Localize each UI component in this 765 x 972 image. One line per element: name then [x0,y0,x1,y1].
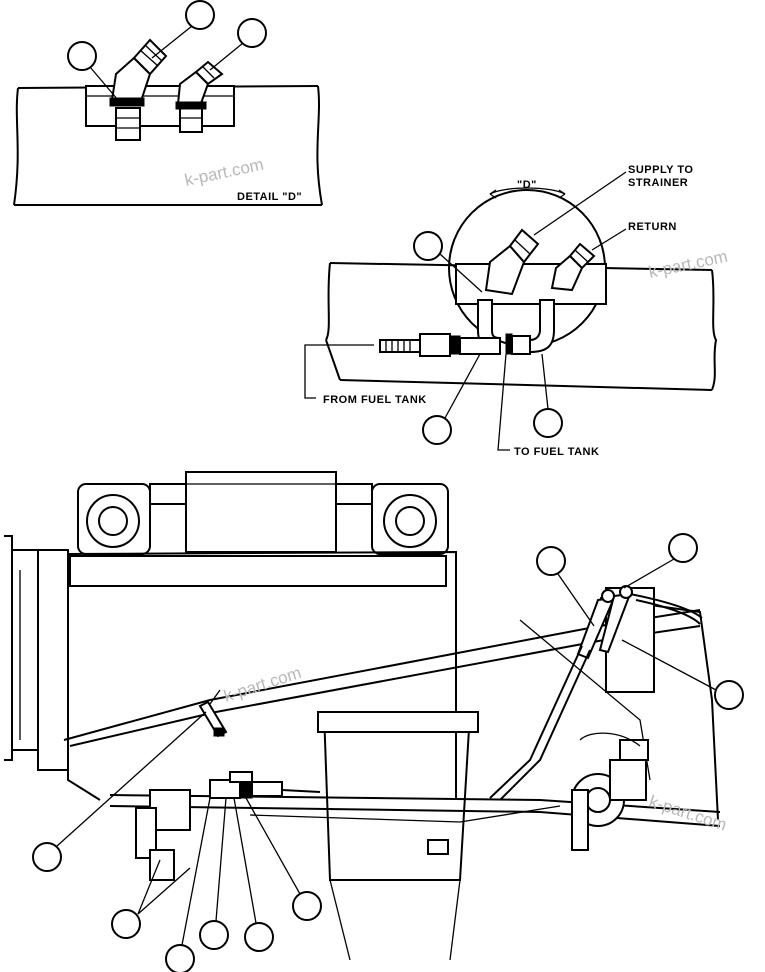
callout-circle [422,415,452,445]
callout-circle [185,0,215,30]
watermark: k-part.com [647,247,729,282]
strainer-label: STRAINER [628,177,688,189]
callout-circle [237,18,267,48]
callout-circle [67,41,97,71]
callout-circle [533,408,563,438]
from-fuel-tank-label: FROM FUEL TANK [323,394,427,406]
callout-circle [536,546,566,576]
machine-view [4,471,744,972]
return-label: RETURN [628,221,677,233]
watermark: k-part.com [183,155,265,190]
callout-circle [111,909,141,939]
to-fuel-tank-label: TO FUEL TANK [514,446,599,458]
detail-d-panel: DETAIL "D" [13,0,323,206]
callout-circle [668,533,698,563]
callout-circle [165,944,195,972]
callout-circle [244,922,274,952]
callout-circle [199,920,229,950]
callout-circle [413,231,443,261]
callout-circle [32,842,62,872]
d-marker-label: "D" [517,179,537,191]
routing-view: "D" FROM FUEL TANK TO FUEL TANK SUPPLY [304,164,718,458]
supply-to-label: SUPPLY TO [628,164,693,176]
callout-circle [714,680,744,710]
callout-circle [292,891,322,921]
watermark: k-part.com [221,663,303,706]
detail-d-label: DETAIL "D" [237,191,302,203]
